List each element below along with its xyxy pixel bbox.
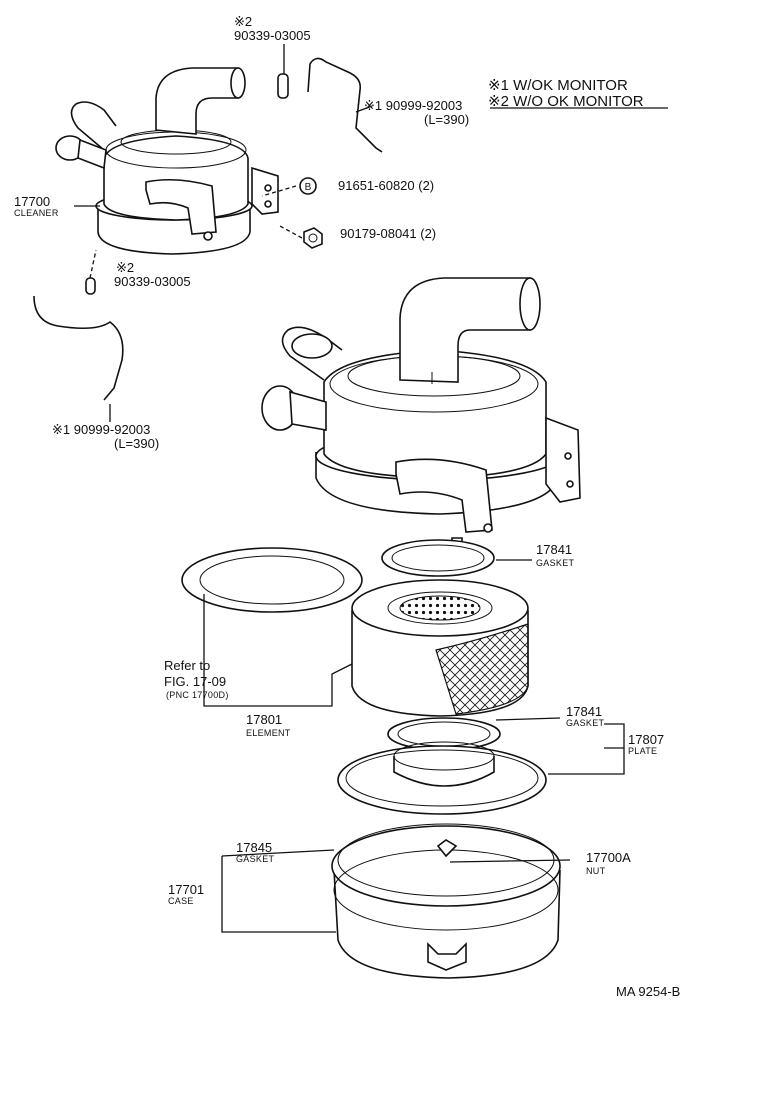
- gasket-lower-part-name: GASKET: [566, 718, 605, 728]
- figure-code: MA 9254-B: [616, 984, 680, 999]
- refer-line-2: FIG. 17-09: [164, 674, 226, 689]
- legend-item-2: ※2 W/O OK MONITOR: [488, 93, 644, 110]
- element-part-number: 17801: [246, 712, 282, 727]
- case-gasket-part-name: GASKET: [236, 854, 275, 864]
- leader-lines: [74, 44, 668, 933]
- small-cleaner-assembly: [55, 67, 279, 255]
- plate-17807: [337, 741, 547, 815]
- case-nut-part-number: 17700A: [586, 850, 631, 865]
- hose-top-part-number: ※1 90999-92003: [364, 98, 462, 113]
- cleaner-part-name: CLEANER: [14, 208, 59, 218]
- case-part-number: 17701: [168, 882, 204, 897]
- plate-part-name: PLATE: [628, 746, 657, 756]
- clip-bottom-mark: ※2: [116, 260, 134, 275]
- case-gasket-part-number: 17845: [236, 840, 272, 855]
- hose-clip-bottom: [85, 277, 96, 295]
- gasket-upper-part-name: GASKET: [536, 558, 575, 568]
- cleaner-part-number: 17700: [14, 194, 50, 209]
- legend-item-1: ※1 W/OK MONITOR: [488, 77, 628, 94]
- case-part-name: CASE: [168, 896, 194, 906]
- nut-part-number: 90179-08041 (2): [340, 226, 436, 241]
- refer-line-3: (PNC 17700D): [166, 690, 229, 700]
- bolt-marker: B: [305, 182, 312, 193]
- vacuum-hose-top: [307, 57, 383, 153]
- case-17701: [331, 823, 561, 979]
- bolt-icon: [299, 177, 317, 195]
- filter-element: [351, 579, 529, 717]
- hose-clip-top: [277, 73, 289, 99]
- hose-bottom-part-number: ※1 90999-92003: [52, 422, 150, 437]
- refer-line-1: Refer to: [164, 658, 210, 673]
- cleaner-assembly: [261, 277, 581, 553]
- gasket-ring-left: [181, 547, 363, 613]
- clip-top-mark: ※2: [234, 14, 252, 29]
- clip-bottom-part-number: 90339-03005: [114, 274, 191, 289]
- case-nut-part-name: NUT: [586, 866, 606, 876]
- hose-bottom-length: (L=390): [114, 436, 159, 451]
- plate-part-number: 17807: [628, 732, 664, 747]
- gasket-17841-upper: [381, 539, 495, 577]
- vacuum-hose-bottom: [33, 295, 124, 401]
- nut-icon: [303, 227, 323, 249]
- element-part-name: ELEMENT: [246, 728, 291, 738]
- callout-labels: ※2 90339-03005 ※1 W/OK MONITOR ※2 W/O OK…: [14, 14, 680, 999]
- gasket-17841-lower: [387, 717, 501, 751]
- gasket-upper-part-number: 17841: [536, 542, 572, 557]
- gasket-lower-part-number: 17841: [566, 704, 602, 719]
- bolt-part-number: 91651-60820 (2): [338, 178, 434, 193]
- hose-top-length: (L=390): [424, 112, 469, 127]
- clip-top-part-number: 90339-03005: [234, 28, 311, 43]
